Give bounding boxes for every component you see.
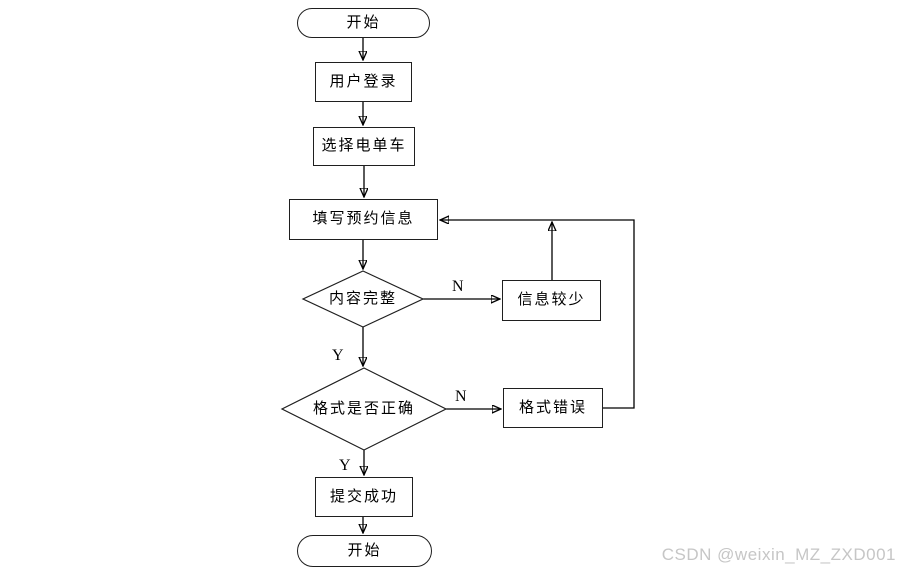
node-info-too-little-label: 信息较少 (517, 292, 586, 308)
decision-format-correct-shape (280, 367, 448, 451)
node-format-correct: 格式是否正确 (282, 368, 446, 450)
node-content-complete: 内容完整 (303, 271, 423, 327)
node-user-login-label: 用户登录 (329, 73, 398, 90)
edge-label-content-yes: Y (332, 347, 344, 364)
node-user-login: 用户登录 (315, 62, 412, 102)
node-fill-reservation-info: 填写预约信息 (289, 199, 438, 240)
node-fill-reservation-info-label: 填写预约信息 (312, 211, 415, 227)
node-end-terminator: 开始 (297, 535, 432, 567)
node-submit-success-label: 提交成功 (329, 488, 398, 505)
node-format-error: 格式错误 (503, 388, 603, 428)
node-info-too-little: 信息较少 (502, 280, 601, 321)
node-submit-success: 提交成功 (315, 477, 413, 517)
node-select-ebike: 选择电单车 (313, 127, 415, 166)
node-end-label: 开始 (347, 542, 382, 559)
node-start-label: 开始 (346, 14, 381, 31)
edge-label-content-no: N (452, 278, 464, 295)
node-start-terminator: 开始 (297, 8, 430, 38)
node-format-error-label: 格式错误 (518, 399, 587, 416)
edge-label-format-no: N (455, 388, 467, 405)
node-select-ebike-label: 选择电单车 (321, 138, 407, 154)
edge-format-error-loop (440, 220, 635, 409)
edge-label-format-yes: Y (339, 457, 351, 474)
node-content-complete-label: 内容完整 (328, 290, 397, 307)
decision-content-complete-shape (301, 270, 425, 328)
csdn-watermark: CSDN @weixin_MZ_ZXD001 (661, 545, 896, 564)
node-format-correct-label: 格式是否正确 (312, 400, 415, 417)
